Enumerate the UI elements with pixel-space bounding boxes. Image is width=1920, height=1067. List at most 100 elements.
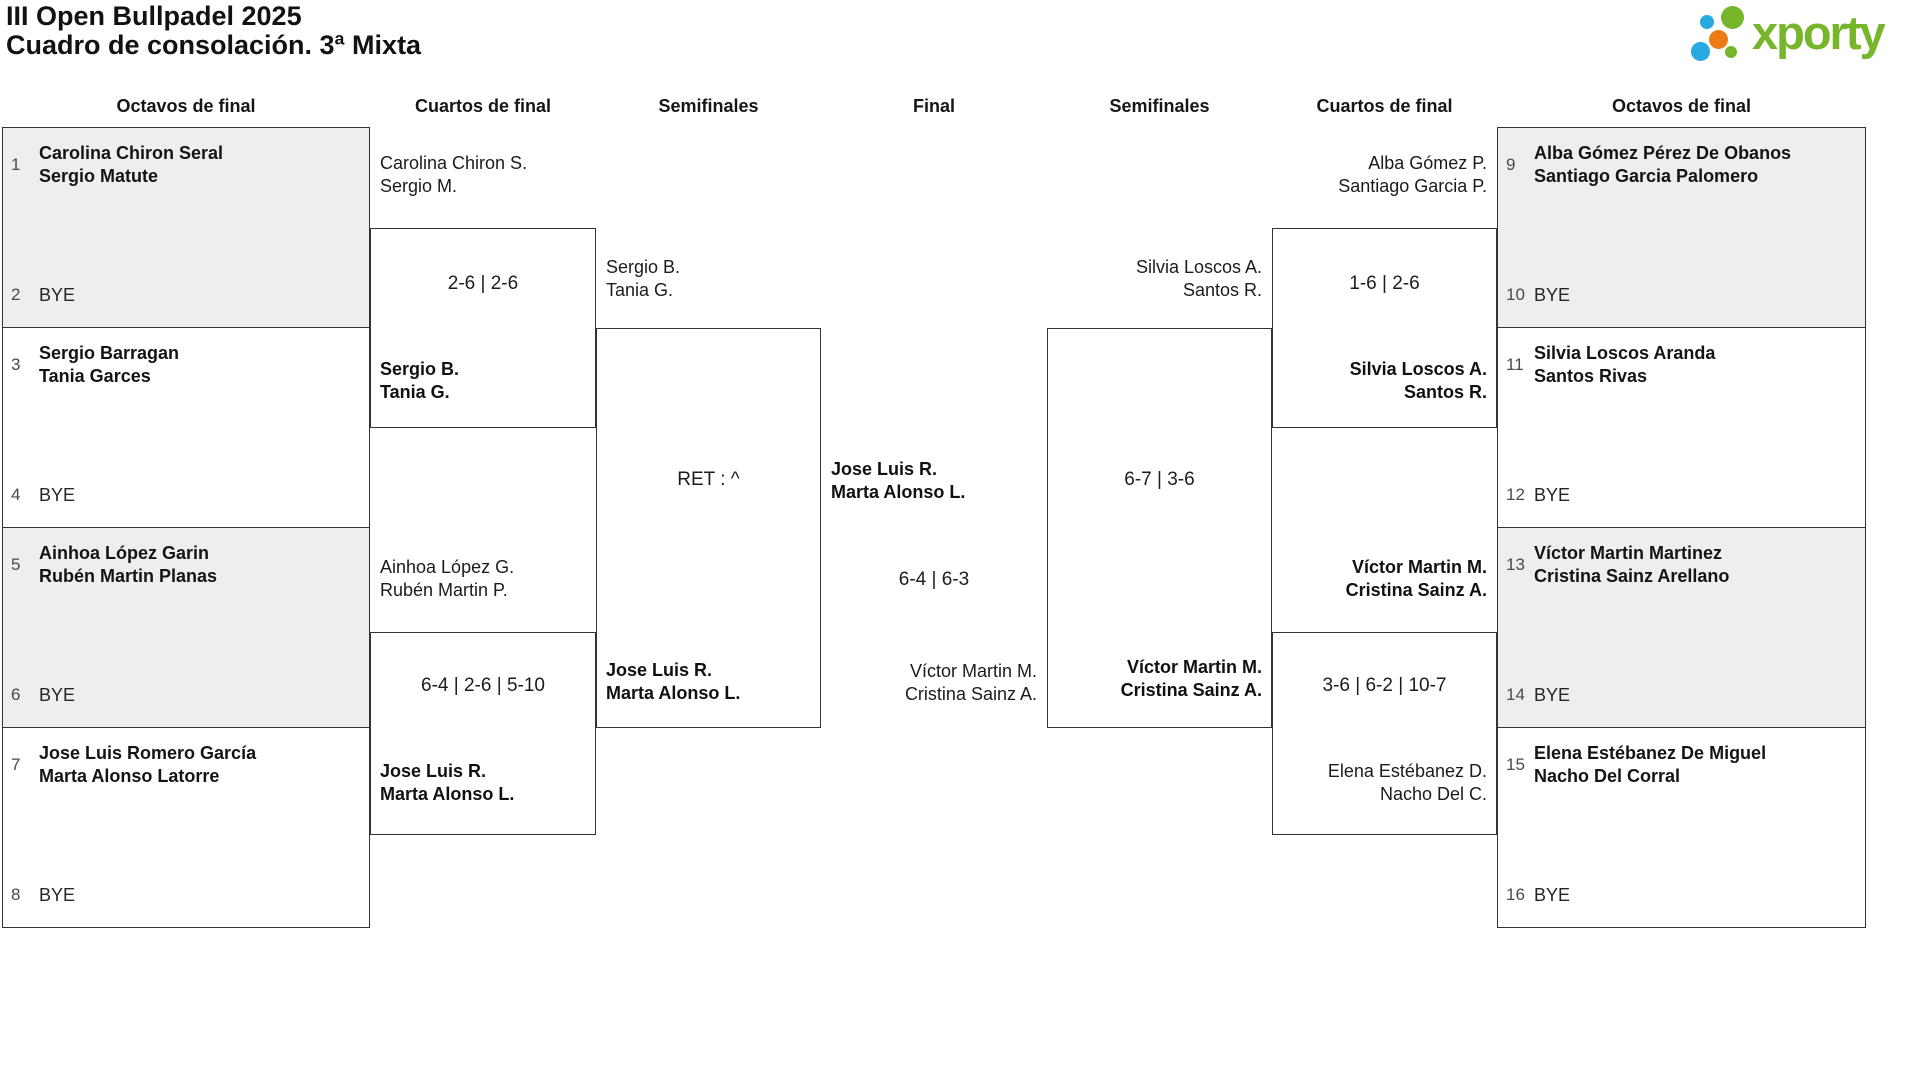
semifinal-right-bottom-team: Víctor Martin M. Cristina Sainz A. xyxy=(1057,656,1262,702)
player-1: Sergio B. xyxy=(380,359,460,379)
octavos-match-15-16: 15 Elena Estébanez De Miguel Nacho Del C… xyxy=(1497,727,1866,928)
team-name: Ainhoa López Garin Rubén Martin Planas xyxy=(39,542,217,588)
octavos-match-9-10: 9 Alba Gómez Pérez De Obanos Santiago Ga… xyxy=(1497,127,1866,328)
player-1: Víctor Martin M. xyxy=(1126,657,1262,677)
seed-number: 5 xyxy=(11,555,21,574)
xporty-logo[interactable]: xporty xyxy=(1680,0,1918,80)
bracket-slot-16: 16 BYE xyxy=(1506,883,1857,907)
logo-dot-green-large-icon xyxy=(1721,6,1744,29)
player-1: Ainhoa López Garin xyxy=(39,543,210,563)
bracket-slot-15: 15 Elena Estébanez De Miguel Nacho Del C… xyxy=(1506,742,1857,788)
team-name: BYE xyxy=(39,484,75,507)
page-title: III Open Bullpadel 2025 xyxy=(6,1,302,31)
team-name: Jose Luis Romero García Marta Alonso Lat… xyxy=(39,742,256,788)
page-subtitle: Cuadro de consolación. 3ª Mixta xyxy=(6,30,422,60)
seed-number: 6 xyxy=(11,685,21,704)
team-name: BYE xyxy=(1534,284,1570,307)
cuartos-right-1-bottom-team: Silvia Loscos A. Santos R. xyxy=(1280,358,1487,404)
bracket-slot-9: 9 Alba Gómez Pérez De Obanos Santiago Ga… xyxy=(1506,142,1857,188)
final-top-team: Jose Luis R. Marta Alonso L. xyxy=(831,458,1037,504)
player-1: Jose Luis R. xyxy=(831,459,938,479)
bye-label: BYE xyxy=(1534,684,1571,705)
cuartos-right-2-score: 3-6 | 6-2 | 10-7 xyxy=(1322,675,1447,696)
bye-label: BYE xyxy=(39,284,76,305)
cuartos-right-2-bottom-team: Elena Estébanez D. Nacho Del C. xyxy=(1280,760,1487,806)
semifinal-left-top-team: Sergio B. Tania G. xyxy=(606,256,811,302)
player-2: Santiago Garcia Palomero xyxy=(1534,166,1759,186)
player-2: Santos R. xyxy=(1182,280,1262,300)
seed-number: 8 xyxy=(11,885,21,904)
team-name: BYE xyxy=(39,684,75,707)
team-name: BYE xyxy=(1534,484,1570,507)
player-1: Alba Gómez Pérez De Obanos xyxy=(1534,143,1792,163)
team-name: BYE xyxy=(39,884,75,907)
final-score: 6-4 | 6-3 xyxy=(898,569,970,590)
player-2: Tania G. xyxy=(606,280,674,300)
bracket-slot-10: 10 BYE xyxy=(1506,283,1857,307)
player-2: Marta Alonso Latorre xyxy=(39,766,220,786)
player-1: Sergio Barragan xyxy=(39,343,180,363)
player-2: Tania G. xyxy=(380,382,450,402)
team-name: Víctor Martin Martinez Cristina Sainz Ar… xyxy=(1534,542,1729,588)
cuartos-left-1-top-team: Carolina Chiron S. Sergio M. xyxy=(380,152,586,198)
seed-number: 9 xyxy=(1506,155,1516,174)
cuartos-left-match-1-box xyxy=(370,228,596,428)
seed-number: 1 xyxy=(11,155,21,174)
bracket-slot-12: 12 BYE xyxy=(1506,483,1857,507)
semifinal-right-top-team: Silvia Loscos A. Santos R. xyxy=(1057,256,1262,302)
round-header-semifinales-left: Semifinales xyxy=(658,96,759,116)
semifinal-right-box xyxy=(1047,328,1272,728)
seed-number: 14 xyxy=(1506,685,1525,704)
cuartos-left-2-score: 6-4 | 2-6 | 5-10 xyxy=(421,675,545,696)
player-1: Silvia Loscos A. xyxy=(1349,359,1487,379)
round-header-octavos-left: Octavos de final xyxy=(116,96,256,116)
round-header-final: Final xyxy=(912,96,955,116)
bye-label: BYE xyxy=(1534,884,1571,905)
bracket-slot-7: 7 Jose Luis Romero García Marta Alonso L… xyxy=(11,742,361,788)
seed-number: 16 xyxy=(1506,885,1525,904)
player-2: Cristina Sainz A. xyxy=(1120,680,1262,700)
cuartos-right-match-2-box xyxy=(1272,632,1497,835)
team-name: BYE xyxy=(1534,884,1570,907)
semifinal-left-box xyxy=(596,328,821,728)
final-bottom-team: Víctor Martin M. Cristina Sainz A. xyxy=(831,660,1037,706)
player-2: Cristina Sainz A. xyxy=(1345,580,1487,600)
team-name: Sergio Barragan Tania Garces xyxy=(39,342,179,388)
octavos-match-5-6: 5 Ainhoa López Garin Rubén Martin Planas… xyxy=(2,527,370,728)
octavos-match-11-12: 11 Silvia Loscos Aranda Santos Rivas 12 … xyxy=(1497,327,1866,528)
team-name: BYE xyxy=(39,284,75,307)
team-name: Alba Gómez Pérez De Obanos Santiago Garc… xyxy=(1534,142,1791,188)
octavos-match-1-2: 1 Carolina Chiron Seral Sergio Matute 2 … xyxy=(2,127,370,328)
seed-number: 15 xyxy=(1506,755,1525,774)
player-2: Sergio Matute xyxy=(39,166,159,186)
round-header-cuartos-left: Cuartos de final xyxy=(414,96,552,116)
team-name: Elena Estébanez De Miguel Nacho Del Corr… xyxy=(1534,742,1766,788)
player-1: Ainhoa López G. xyxy=(380,557,515,577)
octavos-match-3-4: 3 Sergio Barragan Tania Garces 4 BYE xyxy=(2,327,370,528)
player-1: Elena Estébanez De Miguel xyxy=(1534,743,1767,763)
player-2: Nacho Del C. xyxy=(1379,784,1487,804)
seed-number: 11 xyxy=(1506,355,1524,374)
page-title-block: III Open Bullpadel 2025 Cuadro de consol… xyxy=(6,2,421,60)
team-name: BYE xyxy=(1534,684,1570,707)
seed-number: 2 xyxy=(11,285,21,304)
cuartos-right-match-1-box xyxy=(1272,228,1497,428)
seed-number: 7 xyxy=(11,755,21,774)
bye-label: BYE xyxy=(39,484,76,505)
player-2: Marta Alonso L. xyxy=(606,683,741,703)
player-2: Cristina Sainz A. xyxy=(904,684,1037,704)
seed-number: 13 xyxy=(1506,555,1525,574)
logo-text: xporty xyxy=(1752,6,1886,59)
bracket-slot-6: 6 BYE xyxy=(11,683,361,707)
player-1: Carolina Chiron Seral xyxy=(39,143,224,163)
bracket-slot-4: 4 BYE xyxy=(11,483,361,507)
player-2: Cristina Sainz Arellano xyxy=(1534,566,1730,586)
cuartos-right-1-score: 1-6 | 2-6 xyxy=(1349,273,1420,294)
bracket-slot-1: 1 Carolina Chiron Seral Sergio Matute xyxy=(11,142,361,188)
round-header-cuartos-right: Cuartos de final xyxy=(1316,96,1453,116)
player-2: Marta Alonso L. xyxy=(831,482,966,502)
player-2: Tania Garces xyxy=(39,366,151,386)
player-2: Santiago Garcia P. xyxy=(1338,176,1487,196)
round-header-semifinales-right: Semifinales xyxy=(1109,96,1210,116)
